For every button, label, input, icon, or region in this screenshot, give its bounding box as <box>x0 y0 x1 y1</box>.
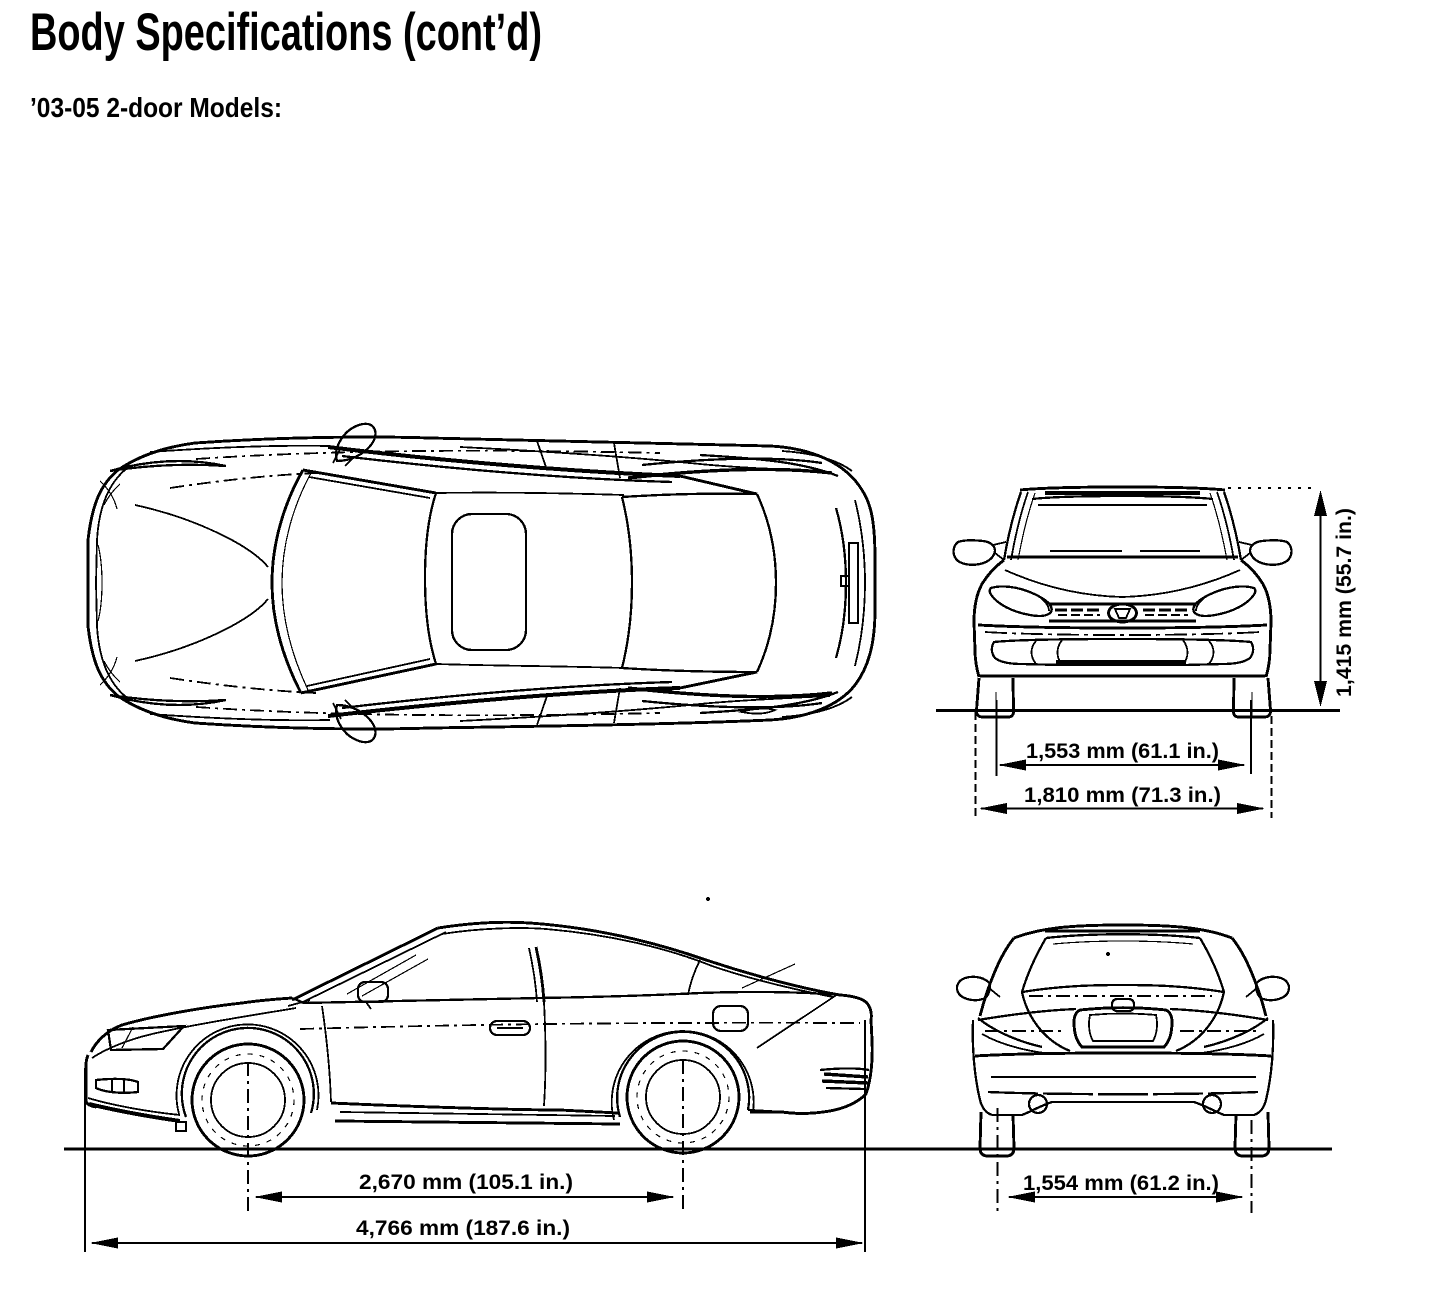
svg-text:1,553 mm (61.1 in.): 1,553 mm (61.1 in.) <box>1026 739 1219 763</box>
svg-text:’03-05 2-door Models:: ’03-05 2-door Models: <box>30 92 282 123</box>
svg-text:Body Specifications (cont’d): Body Specifications (cont’d) <box>30 3 542 62</box>
svg-text:1,810 mm (71.3 in.): 1,810 mm (71.3 in.) <box>1024 783 1221 807</box>
svg-text:1,415 mm (55.7 in.): 1,415 mm (55.7 in.) <box>1332 508 1356 697</box>
svg-text:2,670 mm (105.1 in.): 2,670 mm (105.1 in.) <box>359 1170 573 1194</box>
svg-text:1,554 mm (61.2 in.): 1,554 mm (61.2 in.) <box>1023 1171 1219 1195</box>
svg-text:4,766 mm (187.6 in.): 4,766 mm (187.6 in.) <box>356 1216 570 1240</box>
